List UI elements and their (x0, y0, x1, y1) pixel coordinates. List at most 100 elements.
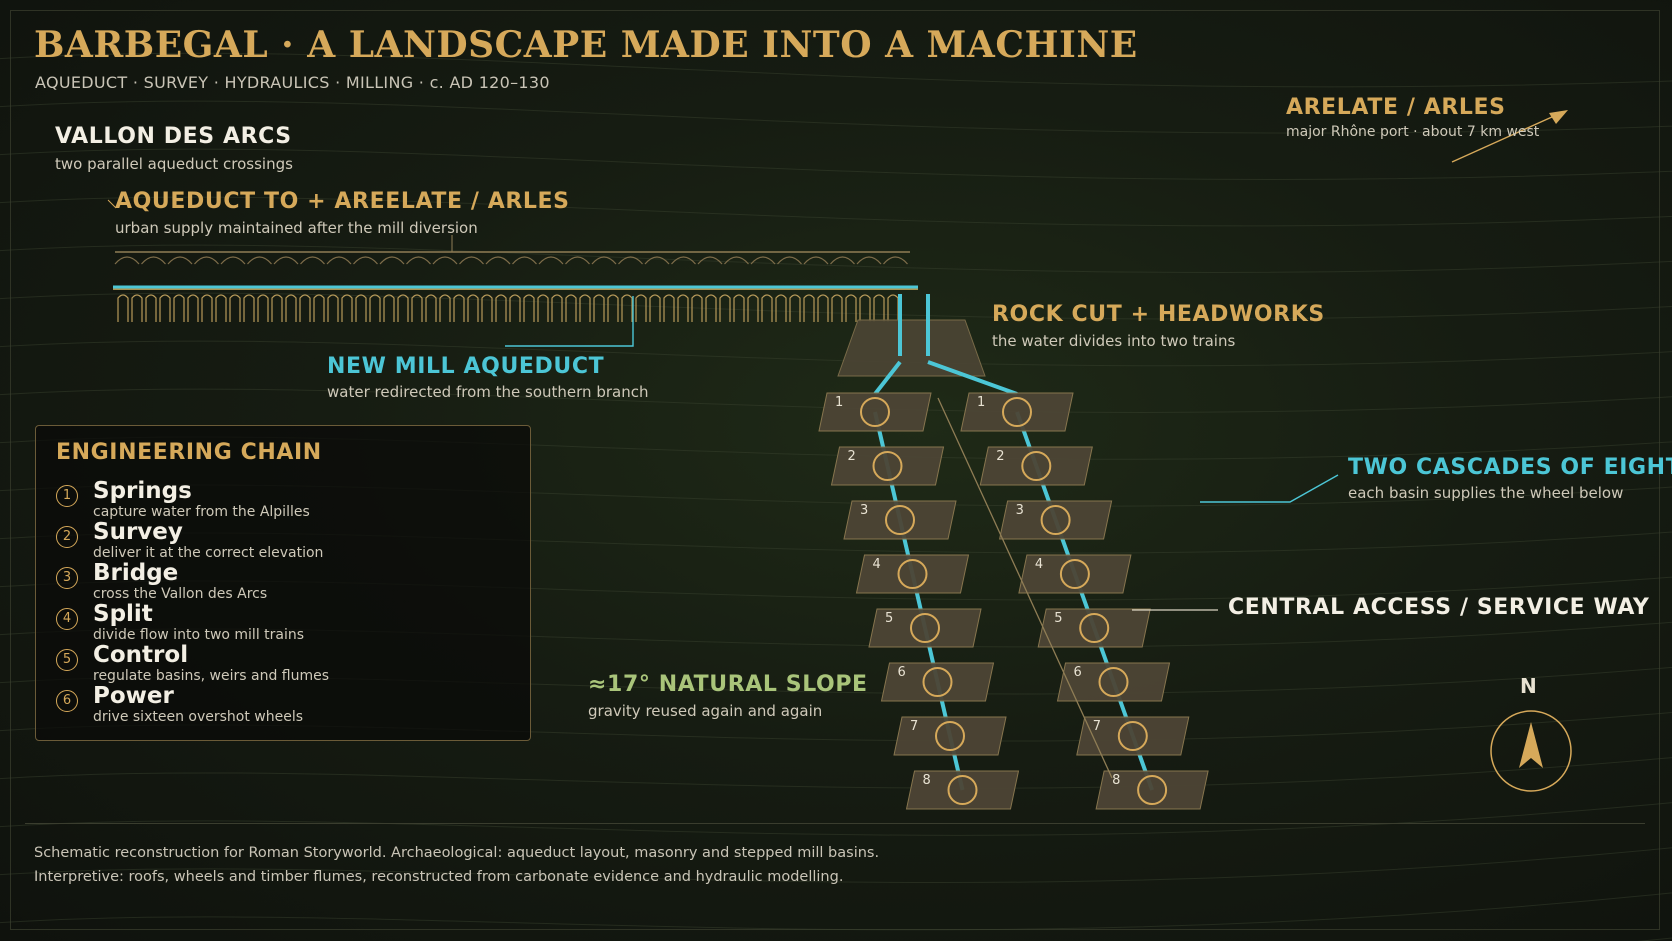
lower-arch (831, 294, 843, 322)
left-basin-7: 7 (893, 716, 1007, 756)
lower-arch (117, 294, 129, 322)
lower-arch (145, 294, 157, 322)
lower-arch (845, 294, 857, 322)
lower-arch (481, 294, 493, 322)
basin-number: 5 (1054, 611, 1062, 626)
left-basin-4: 4 (855, 554, 970, 594)
basin-number: 6 (1074, 665, 1082, 680)
lower-arch (131, 294, 143, 322)
vallon-note: two parallel aqueduct crossings (55, 155, 293, 173)
aqueduct-arrow-tick (107, 199, 117, 209)
step-description: deliver it at the correct elevation (93, 545, 324, 561)
upper-arch (538, 256, 564, 265)
upper-arch (750, 256, 776, 265)
lower-arch (313, 294, 325, 322)
lower-arch (859, 294, 871, 322)
mill-aqueduct-note: water redirected from the southern branc… (327, 383, 649, 401)
water-wheel (935, 721, 965, 751)
lower-arch (607, 294, 619, 322)
lower-arch (411, 294, 423, 322)
contour-line (1637, 937, 1672, 941)
lower-arch (565, 294, 577, 322)
water-wheel (872, 451, 903, 481)
step-name: Split (93, 601, 153, 627)
left-basin-5: 5 (868, 608, 982, 648)
mill-basin (855, 554, 970, 594)
lower-arch (579, 294, 591, 322)
mill-basin (1037, 608, 1151, 648)
service-way-line (937, 397, 1113, 779)
lower-arch (369, 294, 381, 322)
contour-line (0, 340, 1672, 367)
basin-number: 3 (1016, 503, 1024, 518)
lower-arch (635, 294, 647, 322)
lower-arch (887, 294, 899, 322)
lower-arch (173, 294, 185, 322)
lower-arch (733, 294, 745, 322)
left-basin-6: 6 (880, 662, 995, 702)
upper-arch (777, 256, 802, 265)
upper-arch (883, 256, 908, 265)
lower-arch (453, 294, 465, 322)
lower-arch (397, 294, 409, 322)
lower-arch (355, 294, 367, 322)
water-wheel (1117, 721, 1148, 751)
footer-divider (25, 823, 1645, 824)
mill-basin (880, 662, 995, 702)
arelate-note: major Rhône port · about 7 km west (1286, 124, 1540, 140)
leader-lines (505, 110, 1568, 779)
step-number-icon: 5 (56, 649, 78, 671)
water-wheel (1059, 559, 1090, 589)
headworks-note: the water divides into two trains (992, 332, 1236, 350)
basin-number: 3 (860, 503, 868, 518)
arelate-arrow-head (1549, 110, 1568, 124)
upper-arch (300, 256, 325, 265)
water-wheel (860, 397, 890, 427)
step-description: regulate basins, weirs and flumes (93, 668, 330, 684)
upper-arch (141, 256, 166, 265)
lower-arch (789, 294, 801, 322)
basin-number: 7 (910, 719, 918, 734)
basin-number: 2 (848, 449, 856, 464)
upper-arch (379, 256, 405, 265)
frame-border (10, 10, 1660, 930)
lower-arch (327, 294, 339, 322)
mill-basin (868, 608, 982, 648)
step-number-icon: 4 (56, 608, 78, 630)
upper-arch (697, 256, 723, 265)
lower-arch (803, 294, 815, 322)
lower-arch (691, 294, 703, 322)
slope-note: gravity reused again and again (588, 702, 823, 720)
basin-number: 1 (977, 395, 985, 410)
step-description: cross the Vallon des Arcs (93, 586, 268, 602)
right-basin-5: 5 (1037, 608, 1151, 648)
step-number-icon: 6 (56, 690, 78, 712)
headworks-block (837, 294, 986, 377)
mill-basin (960, 392, 1074, 432)
step-description: drive sixteen overshot wheels (93, 709, 304, 725)
upper-arch (512, 256, 537, 265)
lower-arch (187, 294, 199, 322)
water-wheel (922, 667, 953, 697)
mill-basin (1056, 662, 1171, 702)
upper-arch (856, 256, 882, 265)
lower-arch (215, 294, 227, 322)
engineering-chain-title: ENGINEERING CHAIN (56, 440, 322, 465)
left-basin-8: 8 (905, 770, 1020, 810)
lower-arch (649, 294, 661, 322)
arelate-arrow-line (1451, 111, 1564, 163)
lower-arch (621, 294, 633, 322)
lower-arch (383, 294, 395, 322)
lower-arch (285, 294, 297, 322)
water-wheel (1137, 775, 1168, 805)
right-basin-1: 1 (960, 392, 1074, 432)
lower-arch (523, 294, 535, 322)
left-basin-1: 1 (818, 392, 932, 432)
upper-arch (644, 256, 670, 265)
engineering-chain-panel: ENGINEERING CHAIN 1 Springs capture wate… (35, 425, 531, 741)
right-basin-3: 3 (998, 500, 1113, 540)
vallon-title: VALLON DES ARCS (55, 124, 292, 149)
cascades-leader (1200, 474, 1339, 503)
lower-arch (817, 294, 829, 322)
water-wheel (885, 505, 915, 535)
